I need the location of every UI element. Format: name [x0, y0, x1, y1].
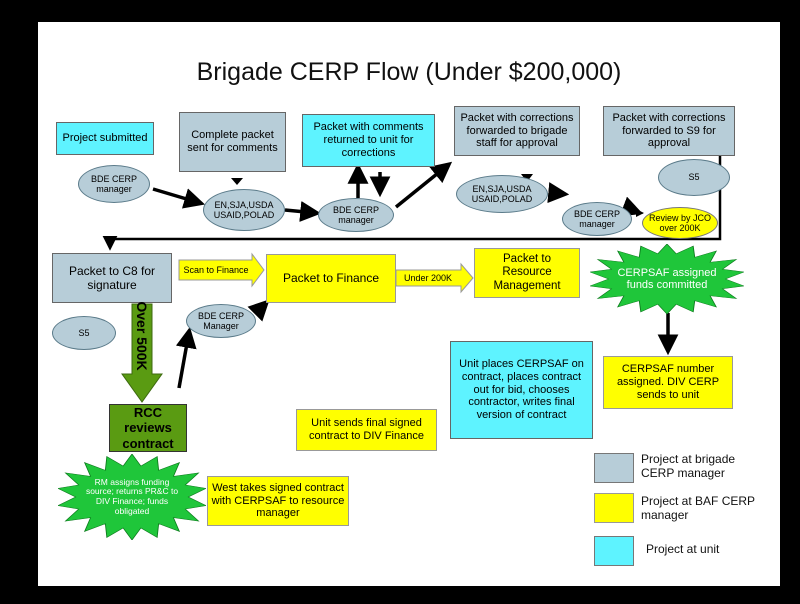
legend-swatch	[594, 536, 634, 566]
s5-ellipse: S5	[658, 159, 730, 196]
unit-sends-final-box: Unit sends final signed contract to DIV …	[296, 409, 437, 451]
cerpsaf-assigned-text: CERPSAF assigned funds committed	[617, 266, 717, 291]
connector-arrow	[636, 209, 644, 217]
under-200k-label: Under 200K	[403, 272, 453, 283]
packet-c8-box: Packet to C8 for signature	[52, 253, 172, 303]
bde-manager-ellipse: BDE CERP manager	[318, 198, 394, 232]
connector-arrow	[152, 187, 206, 209]
starburst-shape	[590, 244, 744, 314]
rm-assigns-text: RM assigns funding source; returns PR&C …	[85, 476, 179, 516]
en-sja-ellipse: EN,SJA,USDA USAID,POLAD	[203, 189, 285, 231]
slide: Brigade CERP Flow (Under $200,000)	[38, 22, 780, 586]
cerpsaf-assigned-star: CERPSAF assigned funds committed	[590, 244, 744, 314]
legend-swatch	[594, 453, 634, 483]
complete-packet-box: Complete packet sent for comments	[179, 112, 286, 172]
connector-arrow	[175, 326, 197, 389]
over-500k-arrow	[121, 303, 163, 403]
cerpsaf-number-box: CERPSAF number assigned. DIV CERP sends …	[603, 356, 733, 409]
connector-arrow	[547, 182, 570, 204]
over-500k-label: Over 500K	[134, 301, 150, 371]
starburst-shape	[58, 454, 206, 540]
packet-resource-box: Packet to Resource Management	[474, 248, 580, 298]
rm-assigns-star: RM assigns funding source; returns PR&C …	[58, 454, 206, 540]
project-submitted-box: Project submitted	[56, 122, 154, 155]
unit-places-box: Unit places CERPSAF on contract, places …	[450, 341, 593, 439]
packet-comments-box: Packet with comments returned to unit fo…	[302, 114, 435, 167]
connector-arrow	[231, 178, 243, 185]
review-jco-ellipse: Review by JCO over 200K	[642, 207, 718, 239]
under-200k-arrow	[395, 262, 474, 294]
packet-corrections-brigade-box: Packet with corrections forwarded to bri…	[454, 106, 580, 156]
rcc-reviews-box: RCC reviews contract	[109, 404, 187, 452]
return-connector	[102, 148, 722, 251]
bde-manager-ellipse: BDE CERP Manager	[186, 304, 256, 338]
packet-corrections-s9-box: Packet with corrections forwarded to S9 …	[603, 106, 735, 156]
diagram-title: Brigade CERP Flow (Under $200,000)	[196, 58, 622, 86]
west-takes-box: West takes signed contract with CERPSAF …	[207, 476, 349, 526]
scan-to-finance-label: Scan to Finance	[183, 264, 249, 275]
scan-to-finance-arrow	[178, 252, 265, 288]
legend-label: Project at BAF CERP manager	[641, 494, 755, 523]
connector-arrow	[284, 201, 322, 222]
bde-manager-ellipse: BDE CERP manager	[78, 165, 150, 203]
connector-layer	[102, 148, 722, 403]
connector-arrow	[394, 161, 453, 209]
legend-swatch	[594, 493, 634, 523]
packet-to-finance-box: Packet to Finance	[266, 254, 396, 303]
connector-arrow	[247, 299, 270, 322]
legend-label: Project at unit	[646, 542, 720, 556]
legend-label: Project at brigade CERP manager	[641, 452, 736, 481]
en-sja-ellipse: EN,SJA,USDA USAID,POLAD	[456, 175, 548, 213]
s5-ellipse: S5	[52, 316, 116, 350]
bde-manager-ellipse: BDE CERP manager	[562, 202, 632, 236]
